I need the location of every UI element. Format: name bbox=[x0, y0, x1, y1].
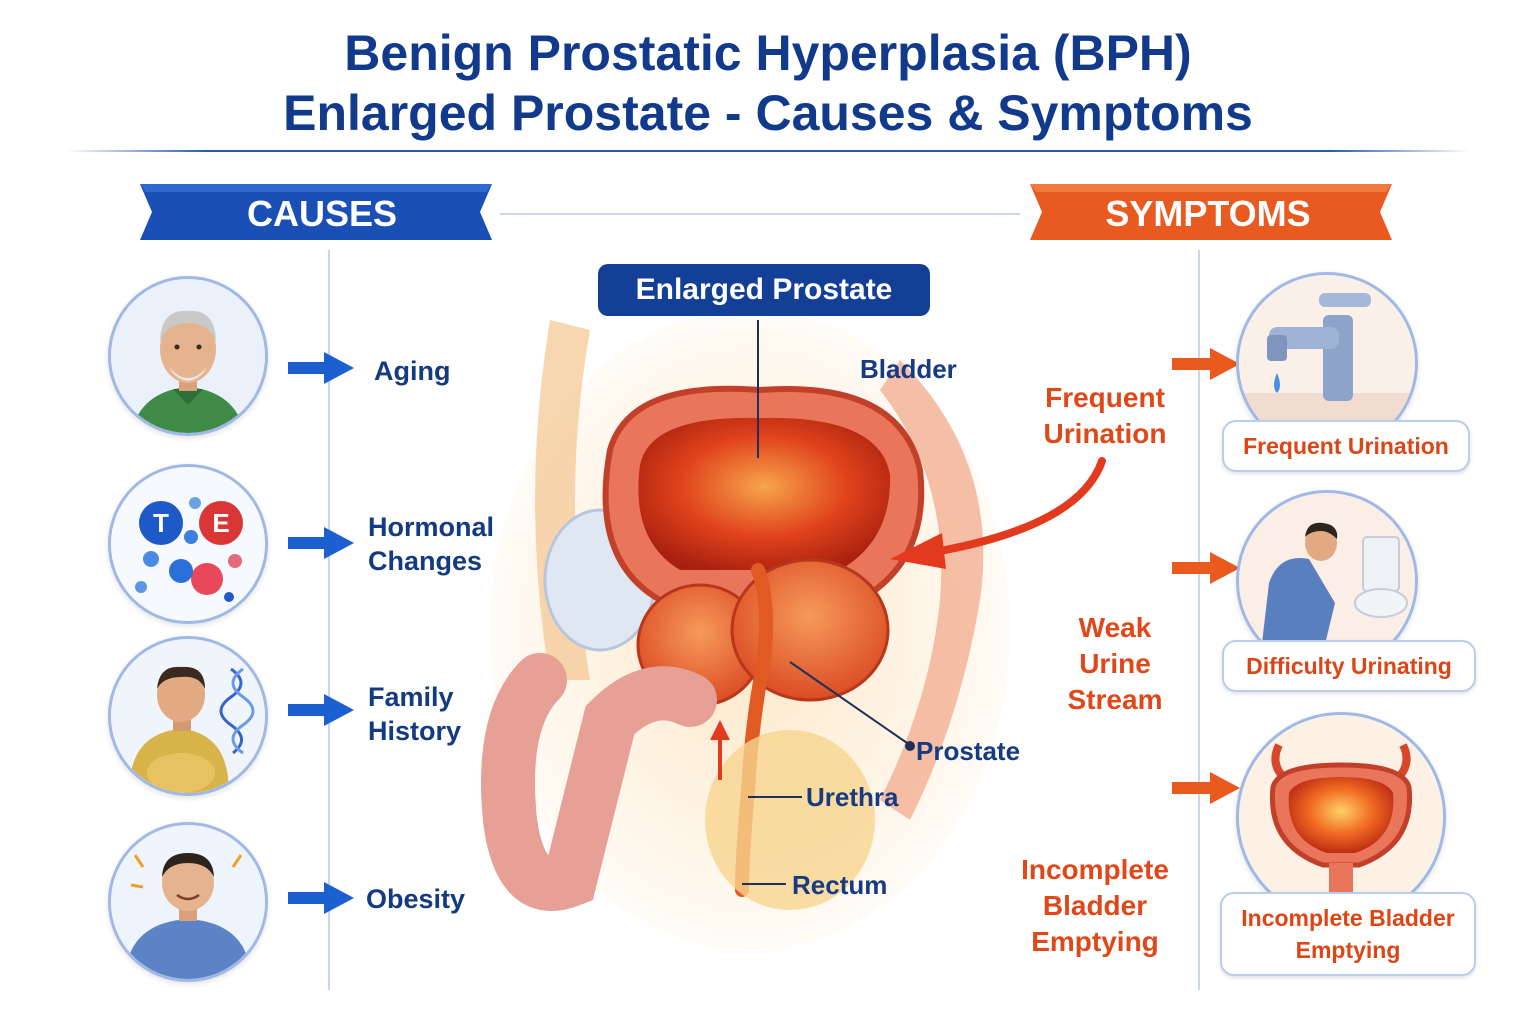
flow-arrow-head bbox=[710, 720, 730, 740]
hormonal-arrow-icon bbox=[288, 527, 354, 559]
label-bladder: Bladder bbox=[860, 354, 957, 384]
hormonal-circle: T E bbox=[108, 464, 268, 624]
symptoms-heading: SYMPTOMS bbox=[1105, 193, 1310, 234]
cause-label-aging: Aging bbox=[374, 356, 451, 386]
symptoms-divider bbox=[1198, 250, 1200, 990]
elderly-man-icon bbox=[111, 279, 265, 433]
page-title-line-2: Enlarged Prostate - Causes & Symptoms bbox=[283, 85, 1253, 141]
label-rectum: Rectum bbox=[792, 870, 888, 900]
prostate-leader-dot bbox=[905, 741, 915, 751]
overweight-man-icon bbox=[111, 825, 265, 979]
family-history-circle bbox=[108, 636, 268, 796]
frequent-arrow-icon bbox=[1172, 348, 1240, 380]
bladder-lumen bbox=[638, 417, 891, 570]
label-urethra: Urethra bbox=[806, 782, 899, 812]
page-title-line-1: Benign Prostatic Hyperplasia (BPH) bbox=[344, 25, 1192, 81]
dna-family-icon bbox=[111, 639, 265, 793]
causes-divider bbox=[328, 250, 330, 990]
bladder-circle bbox=[1236, 712, 1446, 922]
symptom-box-difficulty-urinating: Difficulty Urinating bbox=[1222, 640, 1476, 692]
cause-label-hormonal: Hormonal Changes bbox=[368, 512, 495, 576]
label-prostate: Prostate bbox=[916, 736, 1021, 766]
incomplete-arrow-icon bbox=[1172, 772, 1240, 804]
symptom-label-frequent: Frequent Urination bbox=[1043, 382, 1167, 449]
title-divider bbox=[66, 150, 1470, 152]
obesity-circle bbox=[108, 822, 268, 982]
man-at-toilet-icon bbox=[1239, 493, 1415, 669]
symptom-pointer-arrow bbox=[890, 457, 1106, 569]
symptom-label-weak-stream: Weak Urine Stream bbox=[1067, 612, 1163, 715]
symptom-box-frequent-urination: Frequent Urination bbox=[1222, 420, 1470, 472]
symptom-box-incomplete-emptying: Incomplete Bladder Emptying bbox=[1220, 892, 1476, 976]
enlarged-prostate-heading: Enlarged Prostate bbox=[598, 264, 930, 316]
obesity-arrow-icon bbox=[288, 882, 354, 914]
causes-banner: CAUSES bbox=[140, 184, 492, 240]
causes-heading: CAUSES bbox=[247, 193, 397, 234]
prostate-leader-line bbox=[789, 661, 911, 746]
hormone-molecules-icon: T E bbox=[111, 467, 265, 621]
hormone-letter-t: T bbox=[153, 508, 169, 538]
bladder-icon bbox=[1239, 715, 1443, 919]
symptom-label-incomplete: Incomplete Bladder Emptying bbox=[1021, 854, 1169, 957]
penis bbox=[481, 653, 717, 911]
hormone-letter-e: E bbox=[212, 508, 229, 538]
prostate-anatomy-diagram bbox=[481, 310, 1010, 950]
difficulty-arrow-icon bbox=[1172, 552, 1240, 584]
cause-label-obesity: Obesity bbox=[366, 884, 466, 914]
symptoms-banner: SYMPTOMS bbox=[1030, 184, 1392, 240]
testis bbox=[705, 730, 875, 910]
aging-arrow-icon bbox=[288, 352, 354, 384]
rectum-wall bbox=[880, 360, 984, 820]
banner-connector bbox=[500, 213, 1020, 215]
aging-circle bbox=[108, 276, 268, 436]
family-history-arrow-icon bbox=[288, 694, 354, 726]
cause-label-family-history: Family History bbox=[368, 682, 462, 746]
